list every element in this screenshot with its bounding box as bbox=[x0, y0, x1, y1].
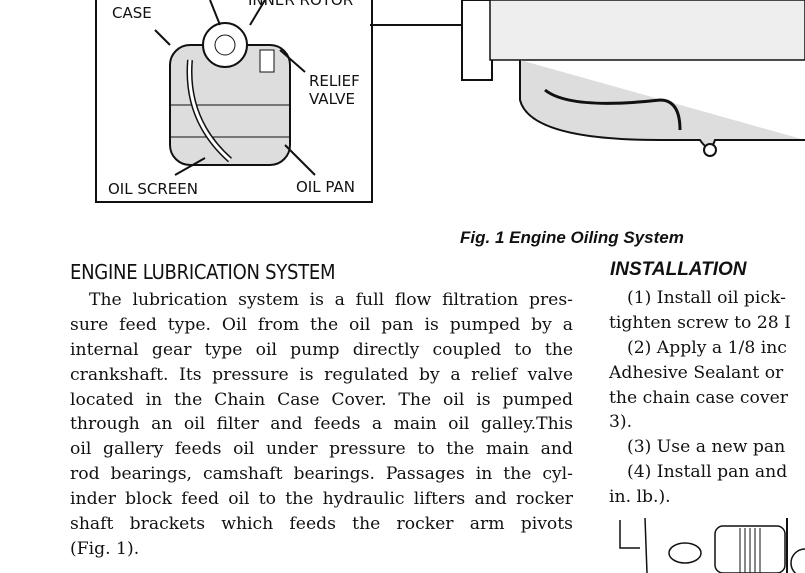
step-line: (1) Install oil pick- bbox=[627, 288, 786, 308]
text-line: located in the Chain Case Cover. The oil… bbox=[70, 389, 573, 410]
text-line: (Fig. 1). bbox=[70, 538, 140, 559]
section-heading-engine-lubrication: ENGINE LUBRICATION SYSTEM bbox=[70, 260, 336, 284]
text-line: rod bearings, camshaft bearings. Passage… bbox=[70, 464, 573, 485]
figure-caption: Fig. 1 Engine Oiling System bbox=[460, 228, 684, 247]
step-line: the chain case cover bbox=[609, 387, 788, 408]
engine-cross-section-diagram bbox=[370, 0, 805, 157]
text-line: shaft brackets which feeds the rocker ar… bbox=[70, 514, 573, 535]
step-line: 3). bbox=[609, 412, 633, 433]
lubrication-paragraph: The lubrication system is a full flow fi… bbox=[70, 288, 573, 562]
step-line: (3) Use a new pan bbox=[627, 437, 786, 458]
label-pump-case: CASE bbox=[112, 4, 152, 22]
label-inner-rotor: INNER ROTOR bbox=[248, 0, 354, 9]
section-heading-installation: INSTALLATION bbox=[610, 259, 747, 280]
text-line: through an oil filter and feeds a main o… bbox=[70, 414, 573, 435]
text-line: internal gear type oil pump directly cou… bbox=[70, 339, 573, 360]
step-line: tighten screw to 28 I bbox=[609, 312, 791, 333]
step-line: (2) Apply a 1/8 inc bbox=[627, 337, 787, 358]
label-oil-pan: OIL PAN bbox=[296, 178, 355, 196]
text-line: inder block feed oil to the hydraulic li… bbox=[70, 489, 573, 510]
oil-pan-partial-diagram bbox=[619, 518, 805, 573]
label-relief-valve-2: VALVE bbox=[309, 90, 356, 108]
step-line: in. lb.). bbox=[609, 487, 671, 508]
label-relief-valve-1: RELIEF bbox=[309, 72, 360, 90]
step-line: Adhesive Sealant or bbox=[609, 362, 784, 383]
installation-steps: (1) Install oil pick- tighten screw to 2… bbox=[609, 286, 805, 510]
step-line: (4) Install pan and bbox=[627, 462, 788, 483]
text-line: oil gallery feeds oil under pressure to … bbox=[70, 439, 573, 460]
text-line: sure feed type. Oil from the oil pan is … bbox=[70, 314, 573, 335]
text-line: The lubrication system is a full flow fi… bbox=[89, 290, 573, 310]
label-oil-screen: OIL SCREEN bbox=[108, 180, 198, 198]
text-line: crankshaft. Its pressure is regulated by… bbox=[70, 364, 573, 385]
oil-pump-diagram bbox=[95, 0, 373, 203]
